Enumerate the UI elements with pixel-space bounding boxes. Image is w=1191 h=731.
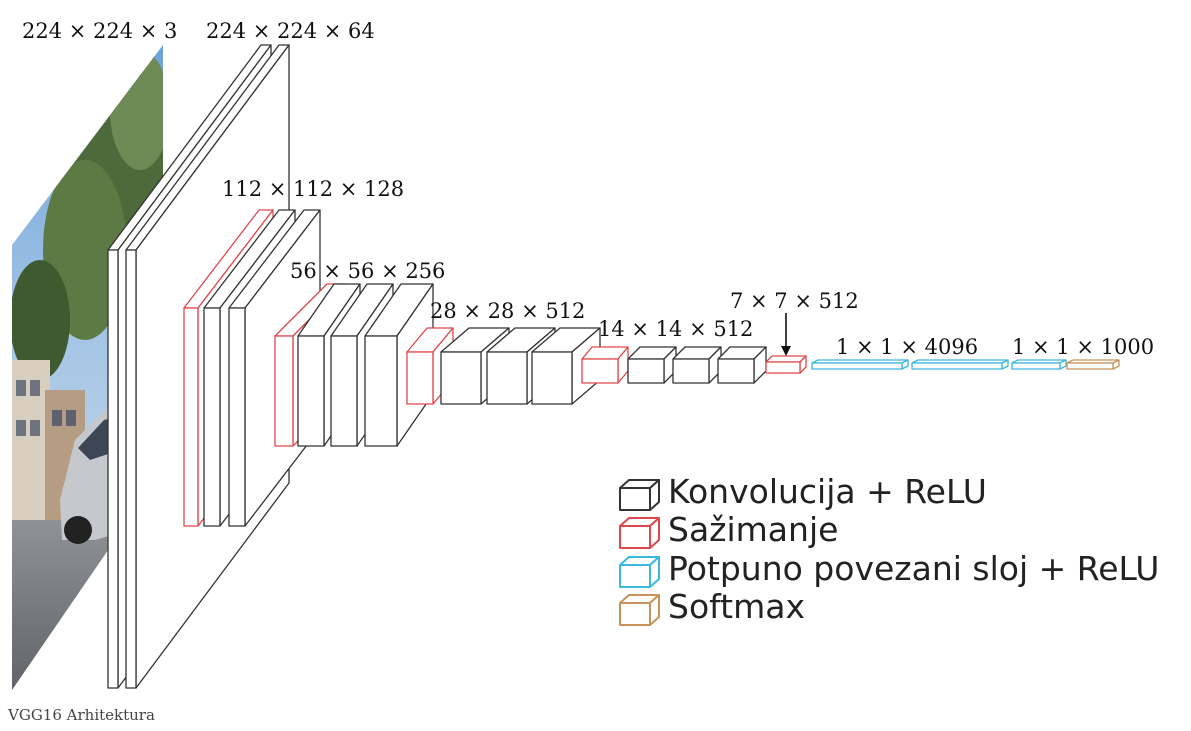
legend-label-pool: Sažimanje xyxy=(668,510,838,549)
fc-cube-icon xyxy=(619,556,660,588)
pool-cube-icon xyxy=(619,517,660,549)
block5-conv-c xyxy=(717,346,767,384)
softmax-cube-icon xyxy=(619,594,660,626)
softmax xyxy=(1066,359,1120,370)
network-blocks xyxy=(107,44,1120,689)
fc8 xyxy=(1011,359,1067,370)
dim-label-block2: 112 × 112 × 128 xyxy=(222,177,404,201)
figure-caption: VGG16 Arhitektura xyxy=(8,706,155,724)
dim-label-output: 1 × 1 × 1000 xyxy=(1012,335,1154,359)
dim-label-pool5: 7 × 7 × 512 xyxy=(730,289,859,313)
legend-label-softmax: Softmax xyxy=(668,587,805,626)
conv-cube-icon xyxy=(619,479,660,511)
pool5-arrow xyxy=(781,313,791,356)
block5-conv-b xyxy=(672,346,722,384)
dim-label-input: 224 × 224 × 3 xyxy=(22,19,177,43)
dim-label-fc: 1 × 1 × 4096 xyxy=(836,335,978,359)
pool5 xyxy=(765,355,807,374)
block5-conv-a xyxy=(627,346,677,384)
fc7 xyxy=(911,359,1009,370)
dim-label-block4: 28 × 28 × 512 xyxy=(430,299,585,323)
dim-label-block1: 224 × 224 × 64 xyxy=(206,19,375,43)
block5-pool xyxy=(581,346,629,384)
fc6 xyxy=(811,359,909,370)
dim-label-block3: 56 × 56 × 256 xyxy=(290,259,445,283)
dim-label-block5: 14 × 14 × 512 xyxy=(598,317,753,341)
legend-label-fc: Potpuno povezani sloj + ReLU xyxy=(668,549,1159,588)
legend-label-conv: Konvolucija + ReLU xyxy=(668,472,987,511)
legend: Konvolucija + ReLU Sažimanje Potpuno pov… xyxy=(619,472,1159,626)
